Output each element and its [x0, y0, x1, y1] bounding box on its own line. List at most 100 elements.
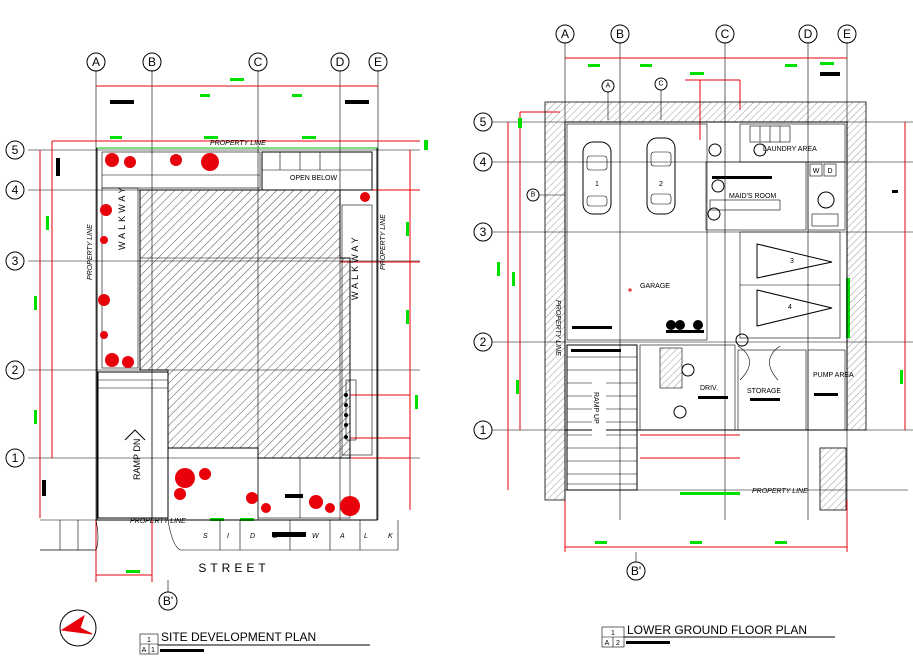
site-grid-column-bubbles: A B C D E	[86, 52, 388, 72]
car-icon: 2	[646, 137, 676, 215]
lower-driv-label: DRIV.	[700, 385, 718, 392]
lower-grid-row-4: 4	[480, 155, 487, 169]
site-grid-col-b: B	[148, 55, 156, 69]
site-walkway-left-label: WALKWAY	[117, 184, 127, 250]
lower-toilet-area	[807, 161, 846, 231]
site-ramp	[97, 371, 169, 519]
lower-pump-area	[807, 349, 846, 431]
site-building-footprint	[139, 189, 351, 459]
site-right-steps	[344, 379, 357, 441]
lower-storage-label: STORAGE	[747, 388, 781, 395]
site-walkway-right-label: WALKWAY	[350, 234, 360, 300]
site-trees	[98, 153, 370, 516]
lower-ramp-label: RAMP UP	[592, 392, 599, 424]
lower-chairs	[666, 320, 749, 347]
site-property-line-label-bottom: PROPERTY LINE	[130, 518, 186, 525]
site-walkway-right	[341, 204, 373, 456]
site-sidewalk-letter-a: A	[339, 533, 345, 540]
site-grid-col-c: C	[254, 55, 263, 69]
site-section-marker: B'	[163, 594, 173, 608]
lower-maids-room	[705, 161, 807, 231]
site-title-block: 1 A 1 SITE DEVELOPMENT PLAN	[139, 630, 370, 655]
site-sidewalk: S I D E W A L K PROPERTY LINE	[40, 518, 399, 551]
parking-number-4: 4	[788, 304, 792, 311]
parking-bay-3	[756, 243, 833, 279]
lower-grid-col-d: D	[804, 27, 813, 41]
site-grid-row-bubbles: 5 4 3 2 1	[5, 140, 25, 468]
lower-grid-row-5: 5	[480, 115, 487, 129]
dryer-label: D	[827, 168, 832, 175]
lower-title-block-right: 2	[616, 640, 620, 647]
lower-ground-floor-plan: A B C D E 5 4 3 2 1	[473, 24, 913, 648]
lower-grid-col-c: C	[721, 27, 730, 41]
lower-storage-room	[737, 349, 807, 431]
lower-title-block-top: 1	[611, 630, 615, 637]
lower-pump-area-label: PUMP AREA	[813, 372, 854, 379]
site-entry-area	[257, 457, 351, 519]
lower-garage	[566, 123, 708, 341]
lower-section-bubbles-top: A C B	[526, 77, 668, 202]
site-sidewalk-letter-d: D	[250, 533, 255, 540]
site-grid-col-e: E	[374, 55, 382, 69]
lower-section-marker: B'	[631, 564, 641, 578]
lower-grid-col-a: A	[561, 27, 569, 41]
lower-bubble-c: C	[658, 81, 663, 88]
lower-grid-row-bubbles: 5 4 3 2 1	[473, 112, 493, 440]
site-grid-row-4: 4	[12, 183, 19, 197]
site-open-below-area	[261, 151, 373, 191]
parking-bay-4	[756, 289, 833, 327]
lower-laundry-area	[739, 123, 846, 163]
site-sidewalk-letter-s: S	[203, 533, 208, 540]
site-grid-row-5: 5	[12, 143, 19, 157]
car-icon: 1	[582, 141, 612, 215]
lower-property-line-label-left: PROPERTY LINE	[554, 300, 561, 356]
lower-grid-col-e: E	[843, 27, 851, 41]
lower-bubble-a: A	[606, 83, 611, 90]
site-grid-col-a: A	[92, 55, 100, 69]
lower-laundry-label: LAUNDRY AREA	[763, 146, 817, 153]
parking-number-3: 3	[790, 258, 794, 265]
lower-title-block: 1 A 2 LOWER GROUND FLOOR PLAN	[601, 623, 835, 648]
site-property-line-label-right: PROPERTY LINE	[380, 214, 387, 270]
site-sidewalk-letter-e: E	[273, 533, 278, 540]
lower-grid-column-bubbles: A B C D E	[555, 24, 857, 44]
north-arrow-icon	[59, 609, 97, 647]
washer-label: W	[813, 168, 820, 175]
site-grid-row-1: 1	[12, 451, 19, 465]
lower-plan-title: LOWER GROUND FLOOR PLAN	[627, 623, 807, 637]
lower-grid-col-b: B	[616, 27, 624, 41]
site-development-plan: A B C D E 5 4 3 2 1	[5, 52, 428, 655]
lower-retaining-walls	[544, 101, 867, 511]
site-dimension-lines	[39, 85, 420, 582]
site-property-line-label-top: PROPERTY LINE	[210, 140, 266, 147]
site-open-below-label: OPEN BELOW	[290, 175, 337, 182]
site-walkway-left	[101, 187, 139, 369]
site-sidewalk-letter-i: I	[227, 533, 229, 540]
lower-grid-row-2: 2	[480, 335, 487, 349]
site-street-label: STREET	[198, 561, 269, 575]
site-grid-row-3: 3	[12, 254, 19, 268]
site-sidewalk-letter-k: K	[388, 533, 393, 540]
site-title-block-top: 1	[147, 637, 151, 644]
parking-number-1: 1	[595, 181, 599, 188]
site-grid-row-2: 2	[12, 363, 19, 377]
lower-grid-row-3: 3	[480, 225, 487, 239]
site-grid-col-d: D	[336, 55, 345, 69]
site-plan-title: SITE DEVELOPMENT PLAN	[161, 630, 316, 644]
parking-number-2: 2	[659, 181, 663, 188]
stair-icon	[749, 125, 791, 143]
lower-maids-room-label: MAID'S ROOM	[729, 193, 776, 200]
site-property-line-label-left: PROPERTY LINE	[87, 224, 94, 280]
site-title-block-right: 1	[151, 647, 155, 654]
site-title-block-left: A	[142, 647, 147, 654]
site-ramp-label: RAMP DN	[132, 439, 142, 480]
lower-property-line-label: PROPERTY LINE	[752, 488, 808, 495]
lower-grid-row-1: 1	[480, 423, 487, 437]
site-sidewalk-letter-l: L	[364, 533, 368, 540]
lower-bubble-b: B	[531, 192, 536, 199]
lower-garage-label: GARAGE	[640, 283, 670, 290]
lower-driv-room	[639, 344, 736, 431]
site-planter-top	[101, 151, 261, 189]
site-sidewalk-letter-w: W	[312, 533, 320, 540]
